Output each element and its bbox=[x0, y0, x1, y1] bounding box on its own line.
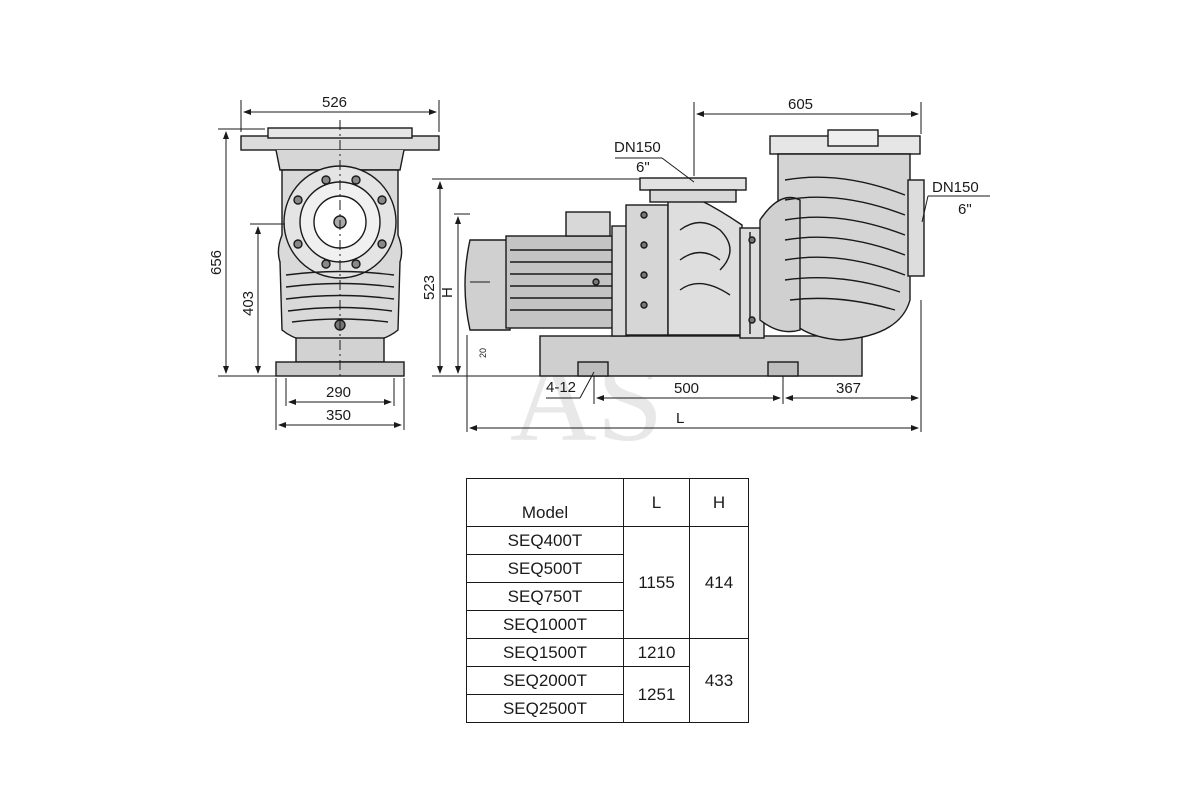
dim-axis-label: H bbox=[439, 287, 456, 298]
l-cell: 1210 bbox=[623, 638, 690, 667]
header-l: L bbox=[623, 478, 690, 527]
h-cell: 414 bbox=[689, 526, 749, 639]
dim-foot-outer: 350 bbox=[326, 407, 351, 424]
h-cell: 433 bbox=[689, 638, 749, 723]
dim-hole-spacing: 500 bbox=[674, 380, 699, 397]
discharge-port-inch: 6" bbox=[958, 201, 972, 218]
table-row: SEQ1500T 1210 433 bbox=[466, 638, 749, 723]
model-cell: SEQ750T bbox=[466, 582, 624, 611]
model-cell: SEQ2000T bbox=[466, 666, 624, 695]
dim-overall-length: L bbox=[676, 410, 684, 427]
table-row: SEQ2500T bbox=[466, 694, 749, 723]
dim-small-label: 20 bbox=[478, 348, 488, 358]
l-cell: 1251 bbox=[623, 666, 690, 723]
l-cell: 1155 bbox=[623, 526, 690, 639]
suction-port-size: DN150 bbox=[614, 139, 661, 156]
model-cell: SEQ400T bbox=[466, 526, 624, 555]
dim-rear-offset: 367 bbox=[836, 380, 861, 397]
table-row: SEQ400T 1155 414 bbox=[466, 526, 749, 639]
side-view-dimensions bbox=[218, 100, 440, 430]
model-dimension-table: Model L H SEQ400T 1155 414 SEQ500T SEQ75… bbox=[466, 478, 749, 723]
model-cell: SEQ1500T bbox=[466, 638, 624, 667]
dim-foot-inner: 290 bbox=[326, 384, 351, 401]
table-header-row: Model L H bbox=[466, 478, 749, 527]
dim-bolt-holes: 4-12 bbox=[546, 379, 576, 396]
front-view-dimensions bbox=[432, 102, 990, 432]
front-view bbox=[464, 129, 925, 377]
model-cell: SEQ500T bbox=[466, 554, 624, 583]
side-view bbox=[240, 120, 440, 380]
dim-axis-height: 403 bbox=[240, 291, 257, 316]
model-cell: SEQ1000T bbox=[466, 610, 624, 639]
dim-strainer-width: 605 bbox=[788, 96, 813, 113]
dim-port-height: 523 bbox=[421, 275, 438, 300]
header-h: H bbox=[689, 478, 749, 527]
table-row: SEQ750T bbox=[466, 582, 749, 611]
suction-port-inch: 6" bbox=[636, 159, 650, 176]
table-row: SEQ2000T 1251 bbox=[466, 666, 749, 723]
header-model: Model bbox=[466, 478, 624, 527]
dim-top-width: 526 bbox=[322, 94, 347, 111]
model-cell: SEQ2500T bbox=[466, 694, 624, 723]
discharge-port-size: DN150 bbox=[932, 179, 979, 196]
dim-total-height: 656 bbox=[208, 250, 225, 275]
